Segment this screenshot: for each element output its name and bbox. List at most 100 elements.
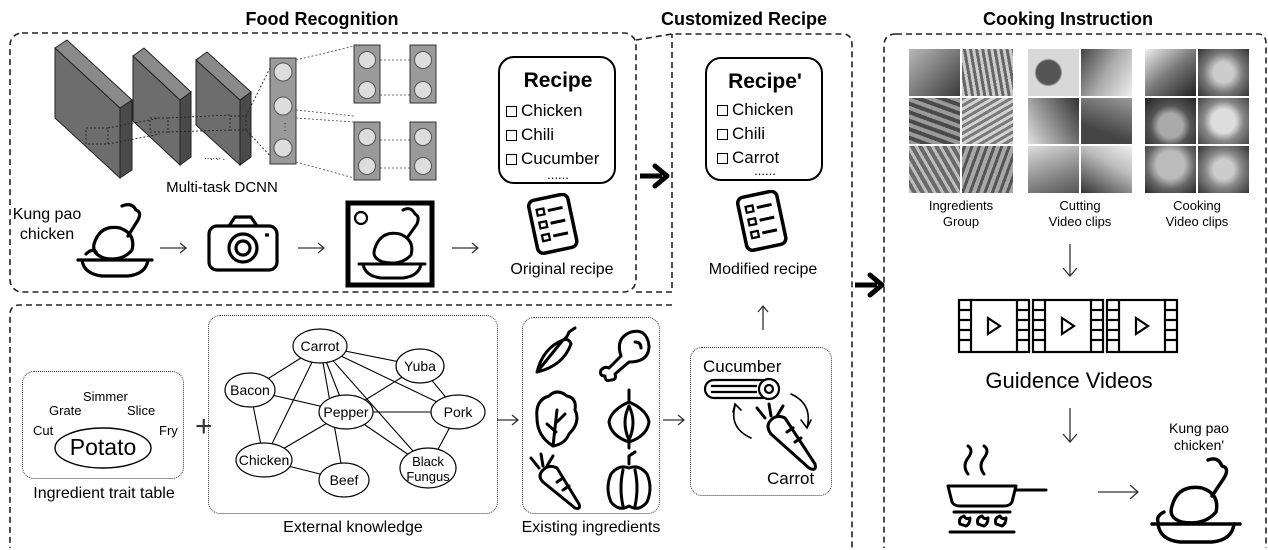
video-clip-icon xyxy=(1031,298,1105,354)
original-recipe-item: Cucumber xyxy=(506,150,599,167)
checkbox-icon xyxy=(717,153,728,164)
fc-layer-3a xyxy=(409,44,437,104)
section-title-food-recognition: Food Recognition xyxy=(245,9,399,29)
node-carrot xyxy=(292,328,348,364)
conv-block-1 xyxy=(54,39,133,180)
modified-recipe-item: Chicken xyxy=(717,101,793,118)
frying-pan-stove-icon xyxy=(946,444,1048,534)
graph-node-label: Pork xyxy=(443,404,473,420)
substitution-from-label: Cucumber xyxy=(703,357,782,376)
graph-node-label: Chicken xyxy=(238,452,290,468)
cucumber-icon xyxy=(703,377,781,401)
receptive-fields xyxy=(85,59,275,161)
kung-pao-chicken-output-icon xyxy=(1150,457,1242,544)
camera-icon xyxy=(207,215,279,272)
graph-node-label: Carrot xyxy=(300,338,340,354)
node-black-fungus xyxy=(399,447,457,489)
section-title-customized-recipe: Customized Recipe xyxy=(660,9,828,29)
original-recipe-item: Chili xyxy=(506,126,554,143)
drumstick-icon xyxy=(599,329,651,382)
fc-layer-1: ⋮ xyxy=(269,57,297,165)
chili-icon xyxy=(535,326,577,374)
fc-layer-3b xyxy=(409,121,437,181)
graph-node-label: Yuba xyxy=(404,358,436,374)
kung-pao-chicken-icon xyxy=(76,203,154,278)
modified-recipe-caption: Modified recipe xyxy=(708,261,818,278)
carrot-icon xyxy=(755,402,817,471)
video-clip-icon xyxy=(957,298,1031,354)
conv-block-2 xyxy=(132,47,192,167)
graph-node-label: Pepper xyxy=(323,404,369,420)
checkbox-icon xyxy=(506,154,517,165)
bold-arrow-1 xyxy=(640,163,670,189)
recipe-document-icon xyxy=(526,193,579,256)
network-label: Multi-task DCNN xyxy=(166,179,278,196)
graph-node-label: Black Fungus xyxy=(406,454,450,484)
original-recipe-more: ...... xyxy=(547,167,569,182)
fc-layer-2a xyxy=(353,44,381,104)
lettuce-icon xyxy=(535,390,579,448)
cooking-instruction-region xyxy=(883,33,1267,548)
node-bacon xyxy=(224,372,276,408)
thin-arrows xyxy=(160,242,1139,500)
food-recognition-region xyxy=(9,32,637,293)
original-recipe-caption: Original recipe xyxy=(510,261,614,278)
trait-verb: Simmer xyxy=(83,389,128,404)
node-pepper xyxy=(318,394,374,430)
graph-node-label: Bacon xyxy=(230,382,270,398)
guidance-videos-label: Guidence Videos xyxy=(985,368,1153,393)
modified-recipe-card: Recipe' Chicken Chili Carrot ...... xyxy=(705,57,823,181)
trait-verb: Fry xyxy=(159,423,178,438)
existing-ingredients-caption: Existing ingredients xyxy=(521,519,661,536)
ingredient-trait-table: Potato Simmer Grate Slice Cut Fry xyxy=(22,371,184,479)
trait-verb: Grate xyxy=(49,403,82,418)
node-beef xyxy=(318,462,370,498)
checkbox-icon xyxy=(717,105,728,116)
trait-verb: Slice xyxy=(127,403,156,418)
bold-arrow-2 xyxy=(855,272,885,298)
node-chicken xyxy=(235,442,293,478)
trait-center: Potato xyxy=(69,434,137,460)
node-yuba xyxy=(395,348,445,384)
fc-layer-2b xyxy=(353,121,381,181)
original-recipe-card: Recipe Chicken Chili Cucumber ...... xyxy=(498,56,616,184)
dish-photo-icon xyxy=(345,200,435,288)
trait-table-caption: Ingredient trait table xyxy=(33,485,175,502)
conv-block-3 xyxy=(195,51,252,167)
section-title-cooking-instruction: Cooking Instruction xyxy=(983,9,1153,29)
onion-icon xyxy=(607,388,651,450)
external-knowledge-caption: External knowledge xyxy=(283,519,423,536)
modified-recipe-item: Chili xyxy=(717,125,765,142)
original-recipe-item: Chicken xyxy=(506,102,582,119)
bell-pepper-icon xyxy=(606,450,652,510)
carrot-icon xyxy=(529,452,581,510)
external-knowledge-graph xyxy=(208,315,498,514)
original-recipe-title: Recipe xyxy=(523,69,593,92)
fc-connections xyxy=(295,45,410,179)
substitution-to-label: Carrot xyxy=(767,469,815,488)
cutting-clips-image xyxy=(1027,48,1133,194)
modified-recipe-item: Carrot xyxy=(717,149,779,166)
swap-arrows-icon xyxy=(732,393,812,439)
guidance-video-strip xyxy=(957,298,1179,354)
trait-verb: Cut xyxy=(33,423,54,438)
node-pork xyxy=(430,394,486,430)
svg-text:⋮: ⋮ xyxy=(280,122,290,133)
modified-recipe-more: ...... xyxy=(754,163,776,178)
modified-recipe-title: Recipe' xyxy=(728,70,802,93)
ingredients-group-image xyxy=(908,48,1014,194)
graph-node-label: Beef xyxy=(329,472,359,488)
substitution-panel: Cucumber Carrot xyxy=(690,347,832,496)
checkbox-icon xyxy=(717,129,728,140)
customized-recipe-region xyxy=(9,33,853,548)
modified-recipe-document-icon xyxy=(735,190,788,253)
video-clip-icon xyxy=(1105,298,1179,354)
